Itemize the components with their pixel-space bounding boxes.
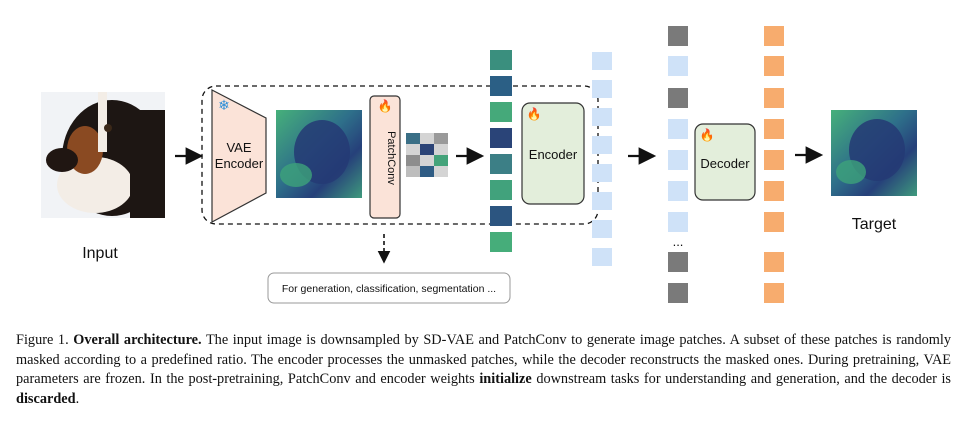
decoder-block — [694, 123, 756, 201]
input-label: Input — [82, 245, 118, 262]
patchconv-block — [369, 95, 401, 219]
patch-column — [490, 50, 512, 252]
target-image — [831, 110, 917, 196]
decoder-label: Decoder — [700, 156, 750, 171]
fire-icon: 🔥 — [527, 107, 542, 121]
downstream-box — [267, 272, 511, 304]
vae-label-line2: Encoder — [215, 156, 264, 171]
caption-end: . — [75, 390, 80, 407]
input-dog-image — [41, 92, 165, 218]
caption-prefix: Figure 1. — [16, 332, 69, 348]
vae-label-line1: VAE — [226, 140, 251, 155]
caption-body-2: downstream tasks for understanding and g… — [536, 371, 952, 387]
caption-title: Overall architecture. — [73, 332, 202, 348]
encoder-label: Encoder — [529, 147, 578, 162]
target-label: Target — [852, 216, 897, 233]
architecture-diagram: Input ❄ VAE Encoder 🔥 PatchConv — [41, 26, 917, 304]
encoder-block — [521, 102, 585, 205]
patchconv-label: PatchConv — [385, 131, 397, 185]
ellipsis-label: ... — [673, 234, 684, 249]
encoded-token-column — [592, 52, 612, 266]
fire-icon: 🔥 — [378, 99, 393, 113]
fire-icon: 🔥 — [700, 128, 715, 142]
reconstructed-token-column — [764, 26, 784, 303]
caption-body-1: The input image is downsampled by SD-VAE… — [16, 332, 951, 387]
dashed-frame — [201, 85, 599, 225]
masked-patch-grid — [406, 133, 448, 177]
figure-caption: Figure 1. Overall architecture. The inpu… — [16, 331, 951, 409]
caption-bold-initialize: initialize — [479, 371, 532, 387]
downstream-label: For generation, classification, segmenta… — [282, 283, 496, 295]
snowflake-icon: ❄ — [218, 97, 230, 113]
combined-token-column — [668, 26, 688, 303]
caption-bold-discarded: discarded — [16, 390, 76, 407]
vae-encoder-block — [211, 89, 267, 224]
latent-image — [276, 110, 362, 198]
